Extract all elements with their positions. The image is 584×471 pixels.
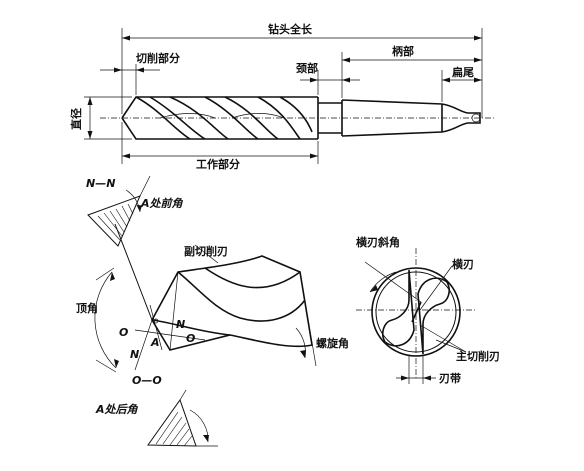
drill-shank: [341, 99, 443, 137]
label-section-oo: O—O: [132, 374, 162, 387]
label-chisel-edge: 横刃: [452, 257, 474, 271]
label-helix-angle: 螺旋角: [316, 336, 349, 350]
label-chisel-edge-angle: 横刃斜角: [356, 235, 400, 249]
drill-flutes: [135, 96, 313, 140]
section-nn-rake: [87, 175, 151, 247]
label-cutting-part: 切削部分: [136, 51, 180, 65]
drill-end-view: [356, 248, 476, 384]
drill-side-view: [100, 96, 495, 140]
label-point-angle: 顶角: [76, 301, 98, 315]
label-diameter: 直径: [69, 108, 83, 130]
drill-point-view: [94, 223, 317, 373]
label-point-o2: O: [186, 332, 195, 345]
dimension-lines: [84, 28, 483, 164]
label-rake-angle-a: A处前角: [140, 197, 184, 210]
label-section-nn: N—N: [86, 177, 115, 190]
label-working-part: 工作部分: [196, 157, 240, 171]
tang-hole: [471, 113, 481, 123]
label-point-n1: N: [176, 318, 185, 331]
label-neck: 颈部: [296, 61, 318, 75]
label-main-cutting-edge: 主切削刃: [456, 349, 500, 363]
label-clearance-angle-a: A处后角: [95, 403, 139, 416]
label-point-n2: N: [130, 348, 139, 361]
label-total-length: 钻头全长: [268, 22, 313, 36]
label-margin: 刃带: [439, 371, 461, 385]
label-tang: 扁尾: [452, 65, 474, 79]
label-shank: 柄部: [392, 44, 414, 58]
label-point-o1: O: [119, 326, 128, 339]
label-minor-cutting-edge: 副切削刃: [184, 244, 228, 258]
drill-neck: [317, 97, 342, 139]
section-oo-clearance: [147, 389, 218, 447]
label-point-a: A: [150, 336, 160, 349]
